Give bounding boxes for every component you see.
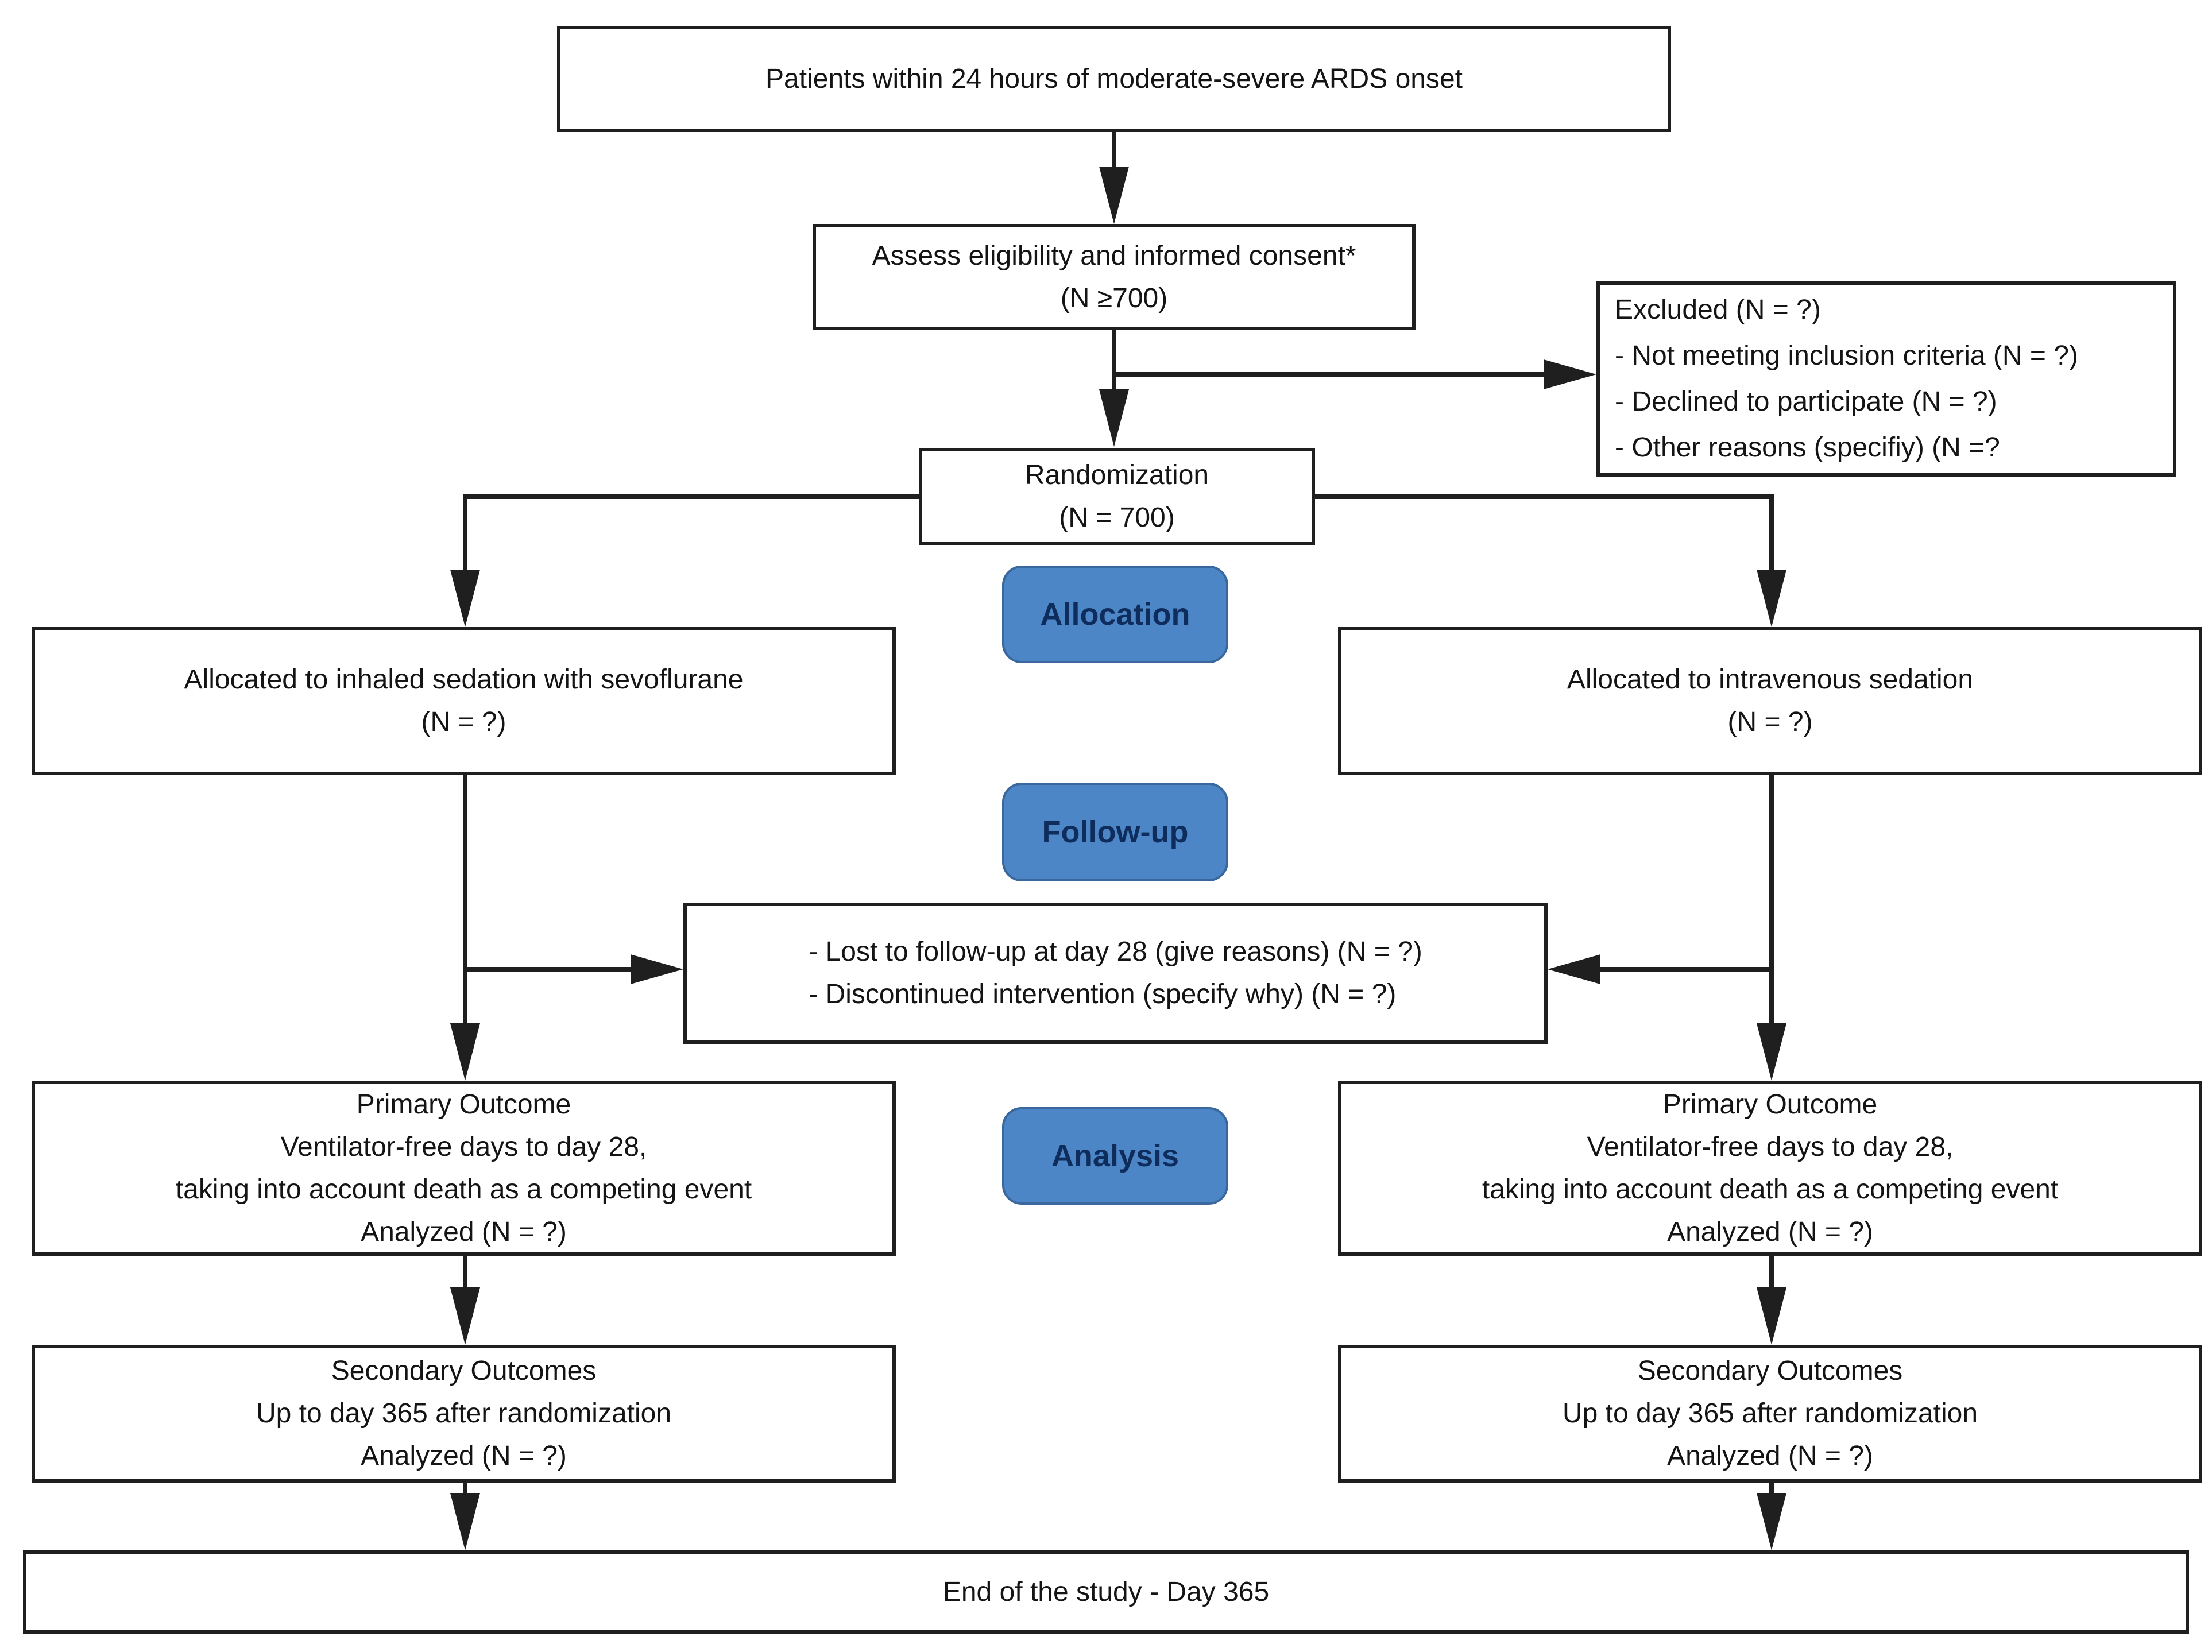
followup-attrition-text: - Lost to follow-up at day 28 (give reas… — [809, 931, 1422, 1016]
box-text-line: Allocated to intravenous sedation — [1567, 664, 1974, 695]
connector-randomization-to-left-arm — [465, 494, 919, 499]
eligibility-box: Assess eligibility and informed consent*… — [813, 224, 1416, 330]
connector-right-to-followup — [1600, 967, 1772, 972]
box-text-line: taking into account death as a competing… — [1482, 1174, 2059, 1205]
box-text-line: taking into account death as a competing… — [175, 1174, 752, 1205]
box-text-line: Up to day 365 after randomization — [256, 1398, 672, 1429]
primary-outcome-left-box: Primary Outcome Ventilator-free days to … — [32, 1081, 896, 1256]
connector-left-to-followup — [465, 967, 631, 972]
box-text-line: - Discontinued intervention (specify why… — [809, 979, 1397, 1009]
box-text-line: Analyzed (N = ?) — [361, 1441, 567, 1471]
box-text-line: Assess eligibility and informed consent* — [872, 240, 1356, 271]
box-text-line: Primary Outcome — [1662, 1089, 1878, 1120]
secondary-outcomes-right-box: Secondary Outcomes Up to day 365 after r… — [1338, 1345, 2202, 1483]
box-text-line: - Other reasons (specifiy) (N =? — [1615, 432, 2000, 463]
box-text-line: Analyzed (N = ?) — [1667, 1216, 1873, 1247]
box-text-line: Patients within 24 hours of moderate-sev… — [765, 63, 1463, 94]
excluded-box: Excluded (N = ?) - Not meeting inclusion… — [1596, 281, 2176, 477]
box-text-line: Analyzed (N = ?) — [1667, 1441, 1873, 1471]
connector-right-allocated-to-primary — [1769, 775, 1774, 1024]
randomization-box: Randomization (N = 700) — [919, 448, 1315, 545]
box-text-line: Up to day 365 after randomization — [1562, 1398, 1978, 1429]
box-text-line: (N = ?) — [421, 707, 506, 737]
box-text-line: (N = 700) — [1059, 502, 1175, 533]
arrowhead-into-end-right — [1757, 1493, 1786, 1550]
box-text-line: End of the study - Day 365 — [942, 1576, 1270, 1607]
box-text-line: Allocated to inhaled sedation with sevof… — [184, 664, 744, 695]
box-text-line: Ventilator-free days to day 28, — [1587, 1131, 1954, 1162]
connector-left-secondary-to-end — [463, 1483, 467, 1495]
arrowhead-into-followup-right — [1548, 954, 1600, 984]
box-text-line: Primary Outcome — [356, 1089, 571, 1120]
end-of-study-box: End of the study - Day 365 — [23, 1550, 2189, 1634]
connector-left-primary-to-secondary — [463, 1256, 467, 1289]
screening-box: Patients within 24 hours of moderate-sev… — [557, 26, 1671, 132]
box-text-line: Secondary Outcomes — [331, 1356, 597, 1386]
connector-down-right-allocated — [1769, 494, 1774, 572]
arrowhead-into-left-primary — [450, 1023, 480, 1081]
allocated-sevoflurane-box: Allocated to inhaled sedation with sevof… — [32, 627, 896, 775]
box-text-line: - Lost to follow-up at day 28 (give reas… — [809, 937, 1422, 967]
allocated-intravenous-box: Allocated to intravenous sedation (N = ?… — [1338, 627, 2202, 775]
primary-outcome-right-box: Primary Outcome Ventilator-free days to … — [1338, 1081, 2202, 1256]
arrowhead-into-eligibility — [1099, 167, 1129, 224]
box-text-line: (N ≥700) — [1060, 283, 1168, 314]
connector-right-secondary-to-end — [1769, 1483, 1774, 1495]
badge-label: Allocation — [1040, 597, 1190, 632]
arrowhead-into-left-secondary — [450, 1287, 480, 1345]
connector-randomization-to-right-arm — [1315, 494, 1772, 499]
arrowhead-into-followup-left — [631, 954, 683, 984]
badge-label: Follow-up — [1042, 815, 1189, 849]
box-text-line: Ventilator-free days to day 28, — [280, 1131, 647, 1162]
arrowhead-into-excluded — [1544, 359, 1596, 389]
arrowhead-into-right-secondary — [1757, 1287, 1786, 1345]
arrowhead-into-right-allocated — [1757, 570, 1786, 627]
arrowhead-into-left-allocated — [450, 570, 480, 627]
box-text-line: Randomization — [1024, 460, 1209, 490]
connector-to-excluded — [1114, 372, 1545, 377]
followup-phase-badge: Follow-up — [1002, 783, 1228, 881]
connector-left-allocated-to-primary — [463, 775, 467, 1024]
box-text-line: - Not meeting inclusion criteria (N = ?) — [1615, 341, 2078, 371]
box-text-line: Analyzed (N = ?) — [361, 1216, 567, 1247]
allocation-phase-badge: Allocation — [1002, 566, 1228, 663]
box-text-line: - Declined to participate (N = ?) — [1615, 386, 1997, 417]
secondary-outcomes-left-box: Secondary Outcomes Up to day 365 after r… — [32, 1345, 896, 1483]
connector-down-left-allocated — [463, 494, 467, 572]
arrowhead-into-right-primary — [1757, 1023, 1786, 1081]
box-text-line: (N = ?) — [1727, 707, 1813, 737]
followup-attrition-box: - Lost to follow-up at day 28 (give reas… — [683, 903, 1548, 1044]
arrowhead-into-end-left — [450, 1493, 480, 1550]
analysis-phase-badge: Analysis — [1002, 1107, 1228, 1205]
connector-eligibility-to-randomization — [1112, 330, 1116, 393]
box-text-line: Excluded (N = ?) — [1615, 295, 1821, 325]
connector-screening-to-eligibility — [1112, 132, 1116, 170]
arrowhead-into-randomization — [1099, 389, 1129, 447]
connector-right-primary-to-secondary — [1769, 1256, 1774, 1289]
badge-label: Analysis — [1051, 1139, 1180, 1173]
box-text-line: Secondary Outcomes — [1637, 1356, 1903, 1386]
